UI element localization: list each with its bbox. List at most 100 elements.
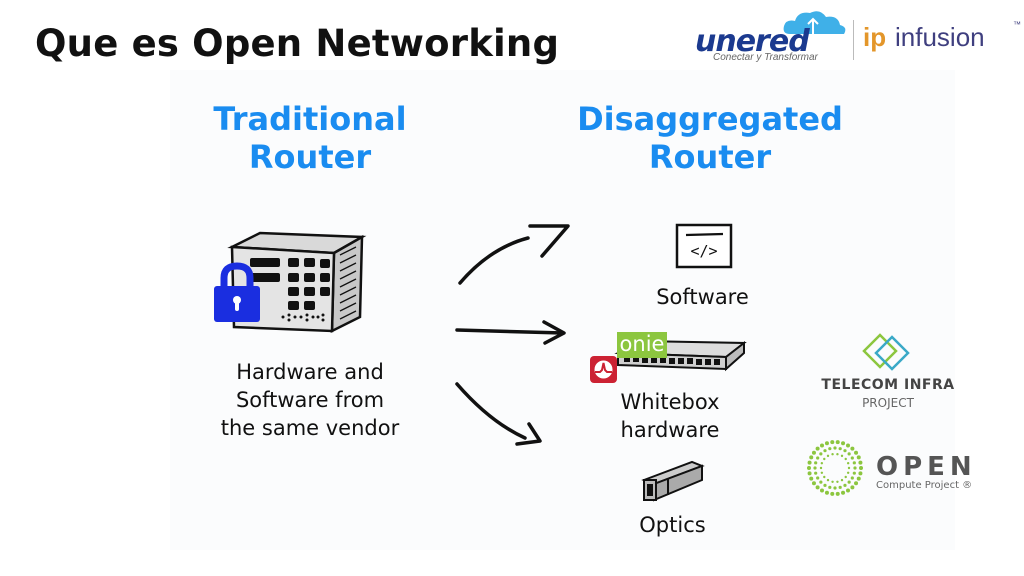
ocp-dot — [815, 485, 820, 490]
ocp-dot — [820, 471, 824, 474]
lock-icon — [214, 262, 260, 322]
arrowhead-optics — [515, 422, 542, 446]
heading-line: Disaggregated — [577, 100, 843, 138]
ocp-dot — [831, 480, 834, 483]
ocp-dot — [823, 457, 826, 461]
svg-text:</>: </> — [690, 242, 717, 260]
ocp-dot — [807, 471, 812, 476]
ocp-dot — [828, 447, 832, 451]
ocp-dot — [859, 466, 863, 470]
ocp-dot — [833, 486, 837, 490]
ocp-dot — [820, 462, 824, 465]
onie-logo: onie — [617, 332, 667, 358]
desc-line: the same vendor — [220, 416, 400, 440]
ocp-dot — [838, 447, 842, 451]
ocp-dot — [835, 491, 840, 496]
heading-line: Router — [648, 138, 772, 176]
ocp-dot — [844, 457, 847, 461]
ocp-dot — [856, 455, 861, 460]
ocp-dot — [820, 443, 824, 448]
ocp-dot — [854, 481, 859, 486]
ocp-dot — [824, 490, 829, 495]
logo-divider — [853, 20, 854, 60]
ipinfusion-logo: infusion — [895, 22, 985, 52]
ocp-dot — [820, 488, 824, 493]
optic-transceiver-icon — [641, 460, 705, 502]
ocp-dot — [846, 471, 850, 474]
whitebox-label: Whitebox hardware — [605, 388, 735, 444]
arrow-to-hardware — [455, 328, 565, 335]
arrowhead-hardware — [542, 320, 566, 345]
desc-line: Hardware and — [236, 360, 384, 384]
partner-logos: unered Conectar y Transformar ip infusio… — [695, 8, 1024, 68]
ocp-dot — [840, 454, 844, 458]
ocp-dot — [847, 466, 851, 470]
desc-line: Software from — [235, 388, 385, 412]
ocp-dot — [843, 483, 847, 487]
unered-tagline: Conectar y Transformar — [713, 52, 818, 63]
software-label: Software — [656, 285, 749, 309]
ocp-dot — [814, 471, 818, 475]
disaggregated-heading: Disaggregated Router — [575, 100, 845, 176]
ocp-dot — [809, 455, 814, 460]
ocp-dot — [838, 485, 842, 489]
ocp-dot — [816, 476, 820, 480]
ocp-dot — [823, 449, 827, 453]
ocp-dot — [841, 441, 846, 446]
tip-name: TELECOM INFRA — [821, 377, 955, 393]
ocp-dot — [816, 456, 820, 460]
ocp-dot — [840, 478, 844, 482]
label-line: hardware — [620, 418, 720, 442]
ocp-dot — [846, 488, 850, 493]
ocp-dot — [807, 466, 811, 470]
ocp-dot — [824, 441, 829, 446]
heading-line: Traditional — [213, 100, 407, 138]
slide-title: Que es Open Networking — [35, 22, 560, 65]
ocp-dot — [819, 452, 823, 456]
ocp-dot — [826, 478, 830, 482]
ocp-dot — [814, 461, 818, 465]
ipinfusion-prefix: ip — [863, 22, 887, 52]
ocp-logo-icon — [807, 440, 863, 496]
ocp-dot — [836, 453, 839, 456]
ocp-dot — [811, 450, 816, 455]
ocp-dot — [809, 476, 814, 481]
unered-logo: unered — [695, 24, 810, 59]
ocp-dot — [819, 480, 823, 484]
ocp-dot — [844, 475, 847, 479]
cloud-icon — [783, 11, 846, 34]
ocp-dot — [850, 456, 854, 460]
ocp-dot — [811, 481, 816, 486]
ocp-dot — [852, 461, 856, 465]
ocp-dot — [831, 453, 834, 456]
ocp-dot — [830, 491, 835, 496]
ocp-dot — [856, 476, 861, 481]
arrows — [455, 224, 570, 446]
ocp-dot — [858, 471, 863, 476]
ocp-dot — [853, 466, 857, 470]
ocp-dot — [823, 475, 826, 479]
ocp-dot — [852, 471, 856, 475]
ocp-dot — [828, 485, 832, 489]
traditional-description: Hardware and Software from the same vend… — [205, 358, 415, 442]
tip-project: PROJECT — [862, 396, 914, 410]
tip-logo-icon — [862, 333, 910, 371]
ocp-dot — [813, 466, 817, 470]
ocp-dot — [854, 450, 859, 455]
ocp-dot — [846, 443, 850, 448]
arrow-to-software — [458, 236, 530, 285]
ocp-dot — [826, 454, 830, 458]
optics-label: Optics — [639, 513, 706, 537]
ocp-dot — [830, 440, 835, 445]
broadcom-logo-icon — [590, 356, 617, 383]
ocp-dot — [850, 476, 854, 480]
ocp-dot — [846, 462, 850, 465]
router-chassis-icon — [227, 231, 367, 334]
ocp-dot — [850, 485, 855, 490]
ocp-subtitle: Compute Project ® — [876, 480, 973, 491]
heading-line: Router — [248, 138, 372, 176]
ocp-dot — [835, 440, 840, 445]
ocp-dot — [807, 460, 812, 465]
ocp-dot — [823, 483, 827, 487]
ocp-dot — [850, 446, 855, 451]
